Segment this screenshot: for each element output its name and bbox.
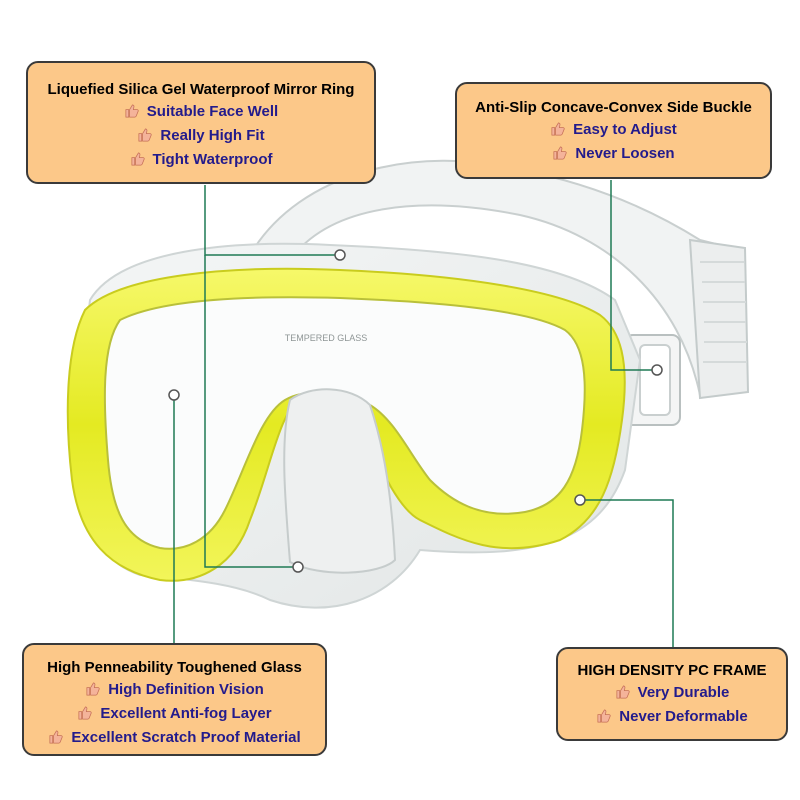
thumbs-up-icon: [597, 709, 611, 723]
bullet-text: Never Deformable: [619, 708, 748, 725]
thumbs-up-icon: [86, 682, 100, 696]
bullet-item: Excellent Anti-fog Layer: [24, 702, 325, 726]
callout-pc-frame: HIGH DENSITY PC FRAME Very Durable Never…: [556, 647, 788, 741]
bullet-item: Really High Fit: [28, 124, 374, 148]
thumbs-up-icon: [131, 152, 145, 166]
bullet-item: Very Durable: [558, 681, 786, 705]
callout-side-buckle: Anti-Slip Concave-Convex Side Buckle Eas…: [455, 82, 772, 179]
bullet-item: Excellent Scratch Proof Material: [24, 726, 325, 750]
leader-line-vertical-left: [204, 255, 298, 568]
lens-glass: [103, 296, 586, 550]
thumbs-up-icon: [125, 104, 139, 118]
thumbs-up-icon: [551, 122, 565, 136]
bullet-item: Tight Waterproof: [28, 148, 374, 172]
yellow-frame: [66, 267, 626, 582]
endpoint-buckle: [651, 364, 663, 376]
bullet-text: Suitable Face Well: [146, 103, 279, 120]
callout-title: High Penneability Toughened Glass: [47, 659, 302, 676]
bullet-text: Excellent Anti-fog Layer: [100, 705, 272, 722]
tempered-glass-marking: TEMPERED GLASS: [285, 333, 368, 343]
callout-title: Anti-Slip Concave-Convex Side Buckle: [475, 99, 752, 116]
leader-endpoints: [168, 249, 663, 573]
mask-strap: [248, 159, 750, 400]
bullet-item: Easy to Adjust: [457, 118, 770, 142]
bullet-item: Suitable Face Well: [28, 100, 374, 124]
thumbs-up-icon: [553, 146, 568, 160]
bullet-text: Very Durable: [637, 684, 730, 701]
bullet-item: Never Loosen: [457, 142, 770, 166]
bullet-text: Never Loosen: [575, 145, 675, 162]
bullet-text: Really High Fit: [160, 127, 265, 144]
leader-line-top-right: [610, 180, 657, 371]
endpoint-frame: [574, 494, 586, 506]
endpoint-glass: [168, 389, 180, 401]
callout-title: Liquefied Silica Gel Waterproof Mirror R…: [47, 81, 355, 98]
bullet-text: Excellent Scratch Proof Material: [71, 729, 301, 746]
bullet-text: High Definition Vision: [108, 681, 264, 698]
callout-title: HIGH DENSITY PC FRAME: [577, 662, 767, 679]
callout-toughened-glass: High Penneability Toughened Glass High D…: [22, 643, 327, 756]
bullet-text: Tight Waterproof: [152, 151, 273, 168]
leader-lines: [173, 180, 674, 647]
thumbs-up-icon: [138, 128, 153, 142]
callout-mirror-ring: Liquefied Silica Gel Waterproof Mirror R…: [26, 61, 376, 184]
bullet-item: High Definition Vision: [24, 678, 325, 702]
leader-line-bottom-right: [580, 499, 674, 647]
thumbs-up-icon: [616, 685, 630, 699]
bullet-text: Easy to Adjust: [573, 121, 677, 138]
thumbs-up-icon: [49, 730, 63, 744]
endpoint-nose: [292, 561, 304, 573]
endpoint-top-left: [334, 249, 346, 261]
bullet-item: Never Deformable: [558, 705, 786, 729]
thumbs-up-icon: [78, 706, 93, 720]
